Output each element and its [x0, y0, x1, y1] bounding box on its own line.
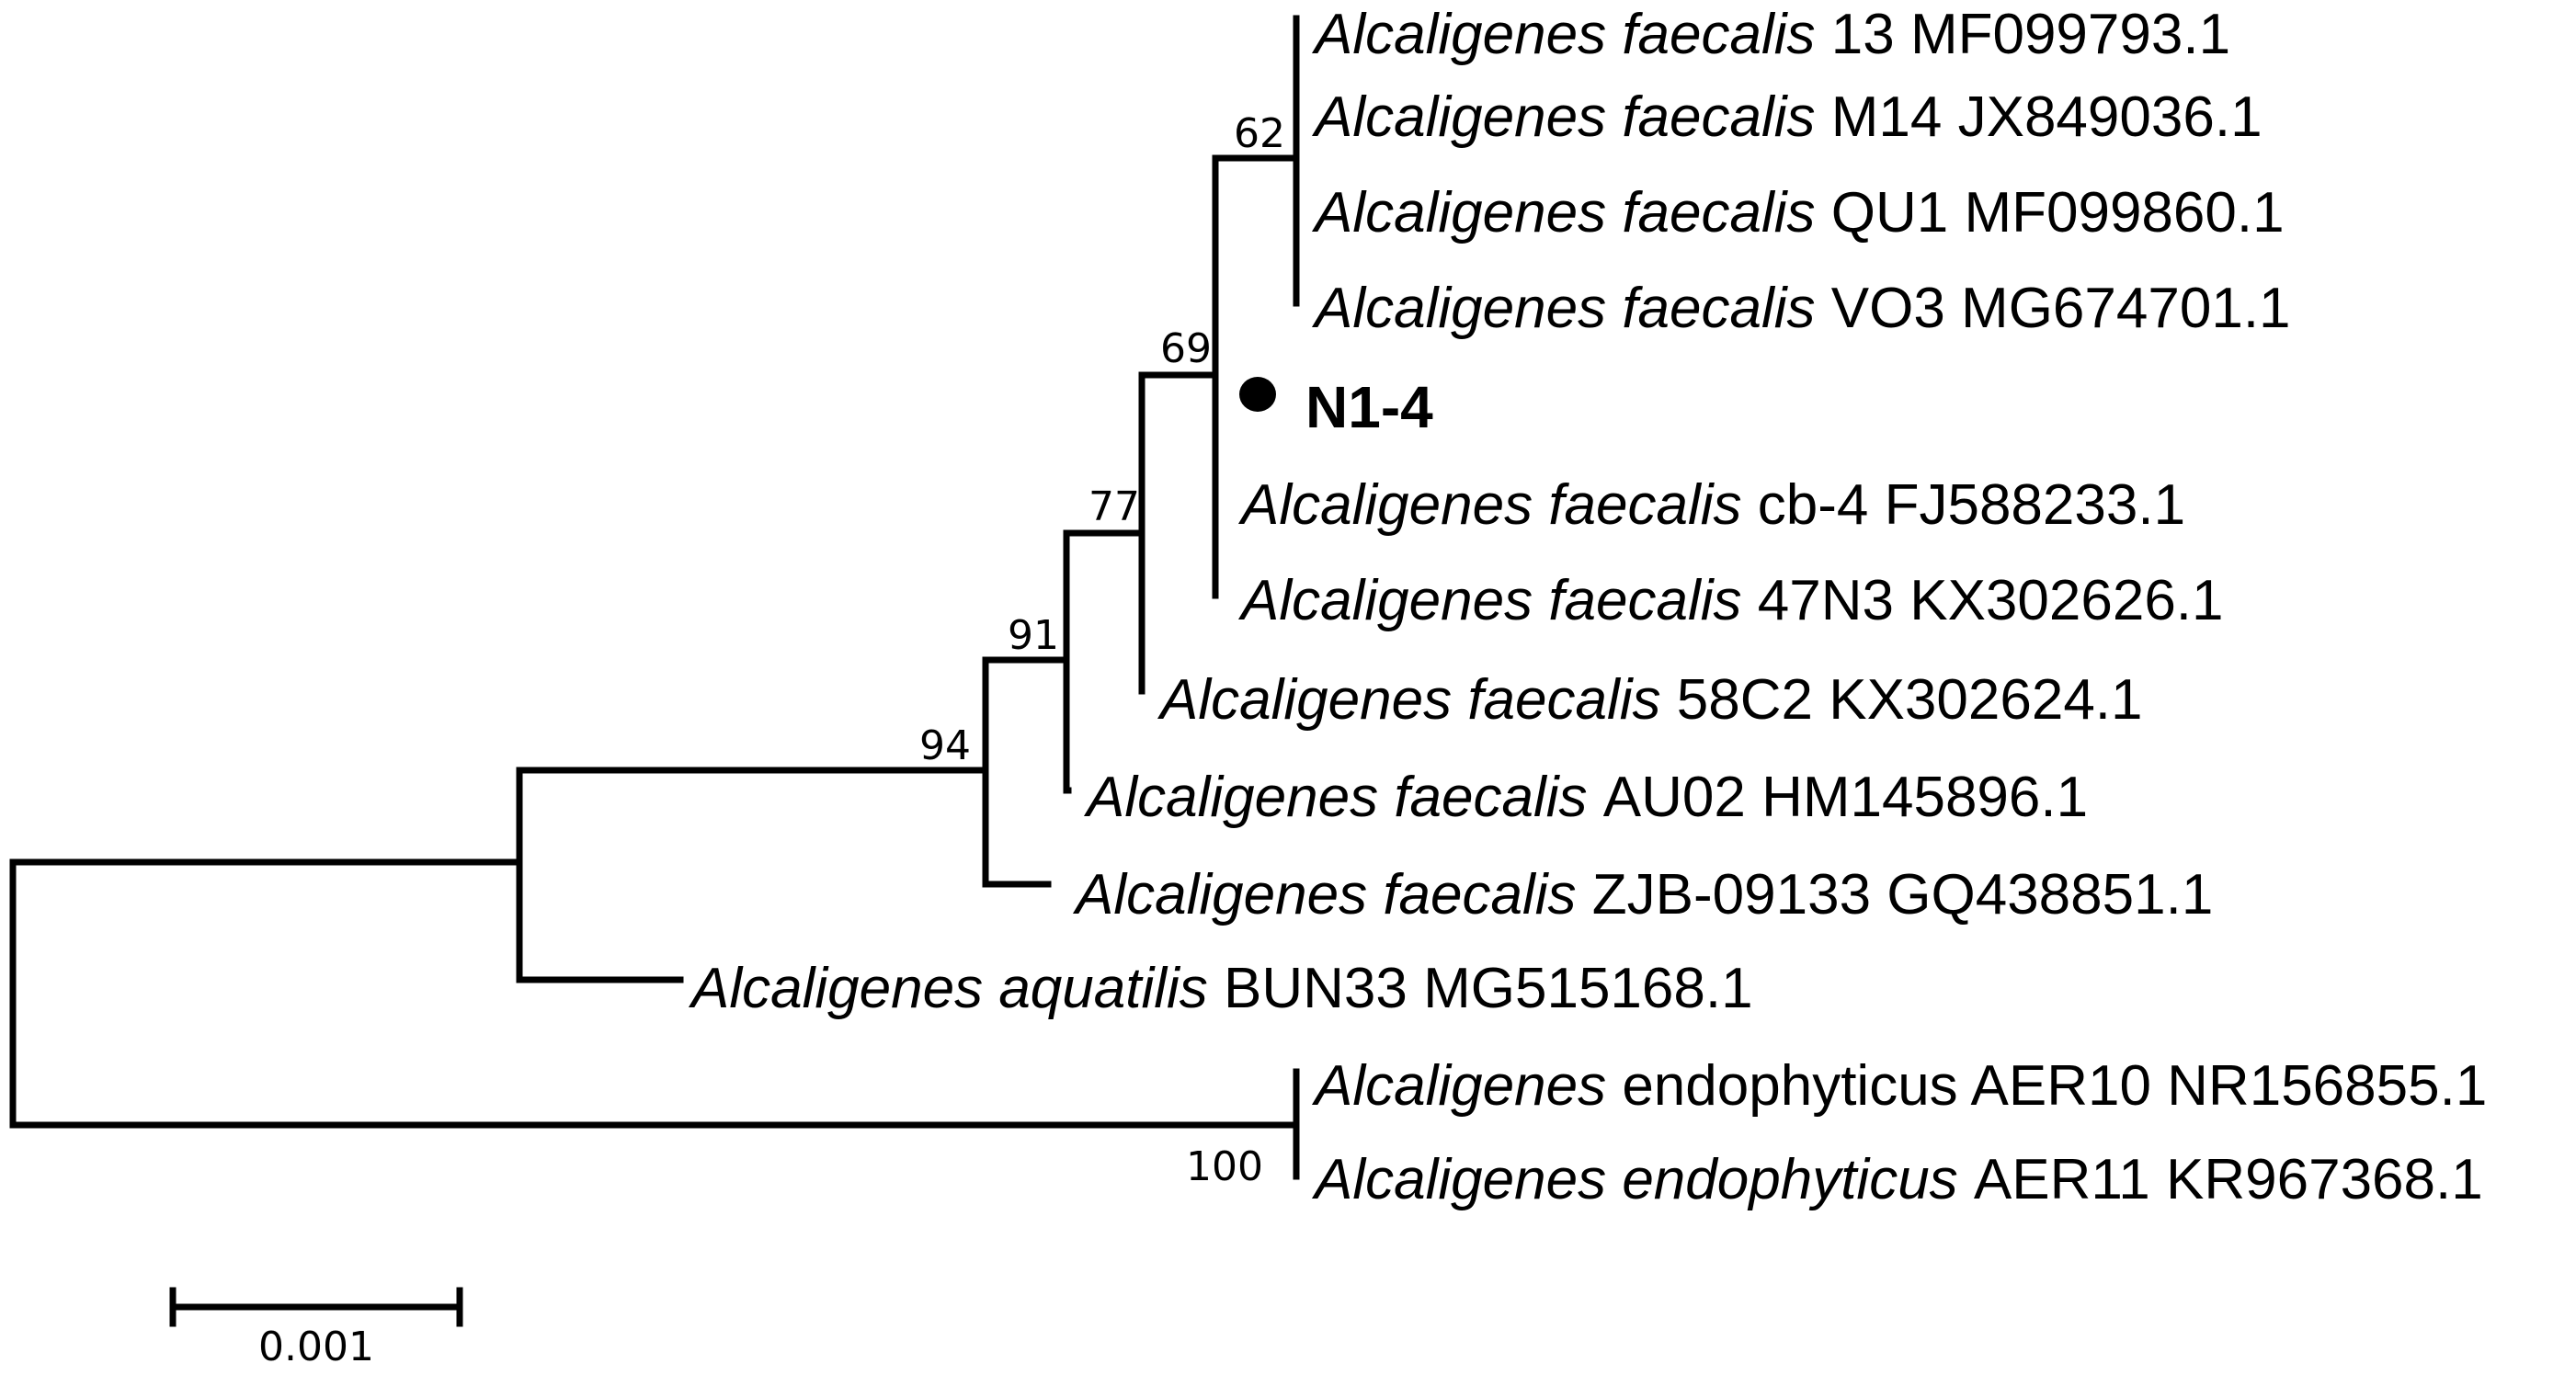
genus-name: Alcaligenes: [1157, 668, 1467, 732]
genus-name: Alcaligenes: [1311, 1054, 1622, 1118]
bootstrap-value: 100: [1186, 1143, 1263, 1190]
taxon-label: Alcaligenes faecalis 58C2 KX302624.1: [1157, 668, 2143, 732]
species-name: faecalis: [1467, 668, 1676, 732]
strain-accession: cb-4 FJ588233.1: [1758, 473, 2185, 537]
species-name: faecalis: [1383, 863, 1591, 926]
strain-accession: 13 MF099793.1: [1831, 3, 2230, 66]
taxon-labels: Alcaligenes faecalis 13 MF099793.1 Alcal…: [688, 3, 2487, 1211]
strain-accession: BUN33 MG515168.1: [1224, 957, 1753, 1020]
filled-circle-icon: [1239, 377, 1276, 412]
taxon-label: Alcaligenes faecalis M14 JX849036.1: [1311, 85, 2263, 149]
strain-accession: AU02 HM145896.1: [1603, 766, 2088, 829]
highlight-taxon-label: N1-4: [1305, 374, 1433, 440]
taxon-label: Alcaligenes faecalis ZJB-09133 GQ438851.…: [1072, 863, 2213, 926]
genus-name: Alcaligenes: [1237, 473, 1548, 537]
strain-accession: VO3 MG674701.1: [1831, 277, 2291, 340]
genus-name: Alcaligenes: [1072, 863, 1383, 926]
taxon-label: Alcaligenes faecalis 13 MF099793.1: [1311, 3, 2230, 66]
bootstrap-values: 62 69 77 91 94 100: [919, 110, 1285, 1190]
species-name: aquatilis: [998, 957, 1224, 1020]
taxon-label: Alcaligenes faecalis 47N3 KX302626.1: [1237, 569, 2224, 632]
strain-accession: endophyticus AER10 NR156855.1: [1622, 1054, 2487, 1118]
taxon-label: Alcaligenes faecalis VO3 MG674701.1: [1311, 277, 2291, 340]
strain-accession: QU1 MF099860.1: [1831, 181, 2285, 244]
bootstrap-value: 77: [1089, 483, 1140, 530]
taxon-label: Alcaligenes aquatilis BUN33 MG515168.1: [688, 957, 1753, 1020]
strain-accession: 47N3 KX302626.1: [1758, 569, 2224, 632]
genus-name: Alcaligenes: [1311, 277, 1622, 340]
genus-name: Alcaligenes: [1311, 3, 1622, 66]
taxon-label: Alcaligenes endophyticus AER11 KR967368.…: [1311, 1148, 2483, 1211]
scale-bar-label: 0.001: [258, 1324, 374, 1370]
genus-name: Alcaligenes: [1311, 181, 1622, 244]
strain-accession: M14 JX849036.1: [1831, 85, 2263, 149]
strain-accession: 58C2 KX302624.1: [1677, 668, 2143, 732]
species-name: endophyticus: [1622, 1148, 1974, 1211]
species-name: faecalis: [1622, 277, 1830, 340]
bootstrap-value: 62: [1234, 110, 1285, 157]
strain-accession: ZJB-09133 GQ438851.1: [1592, 863, 2214, 926]
species-name: faecalis: [1548, 569, 1757, 632]
tree-branches: [9, 15, 1300, 1327]
bootstrap-value: 91: [1008, 612, 1059, 659]
genus-name: Alcaligenes: [1237, 569, 1548, 632]
strain-accession: AER11 KR967368.1: [1974, 1148, 2483, 1211]
genus-name: Alcaligenes: [1311, 1148, 1622, 1211]
taxon-label: Alcaligenes faecalis QU1 MF099860.1: [1311, 181, 2285, 244]
genus-name: Alcaligenes: [688, 957, 998, 1020]
species-name: faecalis: [1622, 181, 1830, 244]
genus-name: Alcaligenes: [1083, 766, 1394, 829]
species-name: faecalis: [1622, 3, 1830, 66]
species-name: faecalis: [1394, 766, 1602, 829]
genus-name: Alcaligenes: [1311, 85, 1622, 149]
taxon-label: Alcaligenes faecalis AU02 HM145896.1: [1083, 766, 2088, 829]
species-name: faecalis: [1548, 473, 1757, 537]
species-name: faecalis: [1622, 85, 1830, 149]
bootstrap-value: 94: [919, 722, 971, 769]
bootstrap-value: 69: [1160, 325, 1212, 372]
taxon-label: Alcaligenes endophyticus AER10 NR156855.…: [1311, 1054, 2487, 1118]
taxon-label: Alcaligenes faecalis cb-4 FJ588233.1: [1237, 473, 2185, 537]
